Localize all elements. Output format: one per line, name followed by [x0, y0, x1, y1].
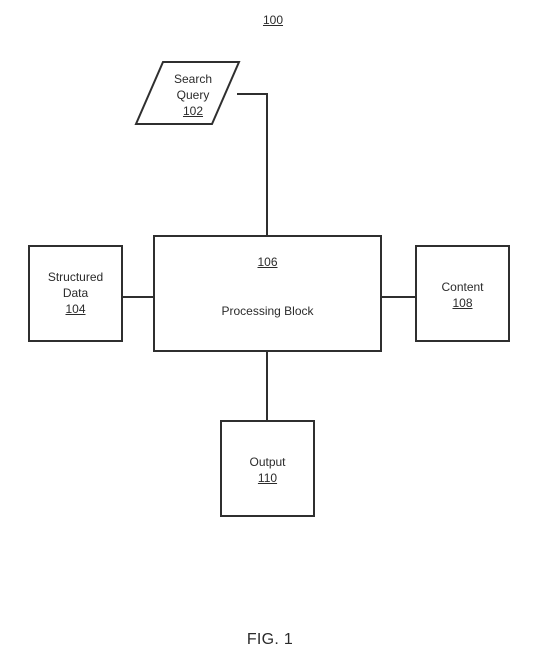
- structured-data-label-line2: Data: [62, 286, 89, 300]
- figure-reference: 100: [262, 13, 284, 27]
- content-box: Content 108: [415, 245, 510, 342]
- output-box: Output 110: [220, 420, 315, 517]
- output-label: Output: [249, 455, 286, 469]
- output-node: Output 110: [222, 454, 313, 486]
- search-query-label-line1: Search: [173, 72, 213, 86]
- search-query-node: Search Query 102: [163, 71, 223, 119]
- connector-search-query-to-processing-block: [237, 93, 268, 236]
- processing-block-box: 106 Processing Block: [153, 235, 382, 352]
- structured-data-node: Structured Data 104: [30, 269, 121, 317]
- structured-data-ref: 104: [65, 302, 86, 316]
- search-query-ref: 102: [182, 104, 204, 118]
- content-ref: 108: [452, 296, 473, 310]
- processing-block-ref: 106: [257, 255, 278, 269]
- figure-caption: FIG. 1: [246, 631, 294, 648]
- search-query-label-line2: Query: [176, 88, 210, 102]
- structured-data-label-line1: Structured: [47, 270, 104, 284]
- processing-block-label: Processing Block: [221, 304, 314, 318]
- search-query-parallelogram: [134, 61, 241, 125]
- structured-data-box: Structured Data 104: [28, 245, 123, 342]
- content-node: Content 108: [417, 279, 508, 311]
- output-ref: 110: [257, 471, 278, 485]
- content-label: Content: [441, 280, 484, 294]
